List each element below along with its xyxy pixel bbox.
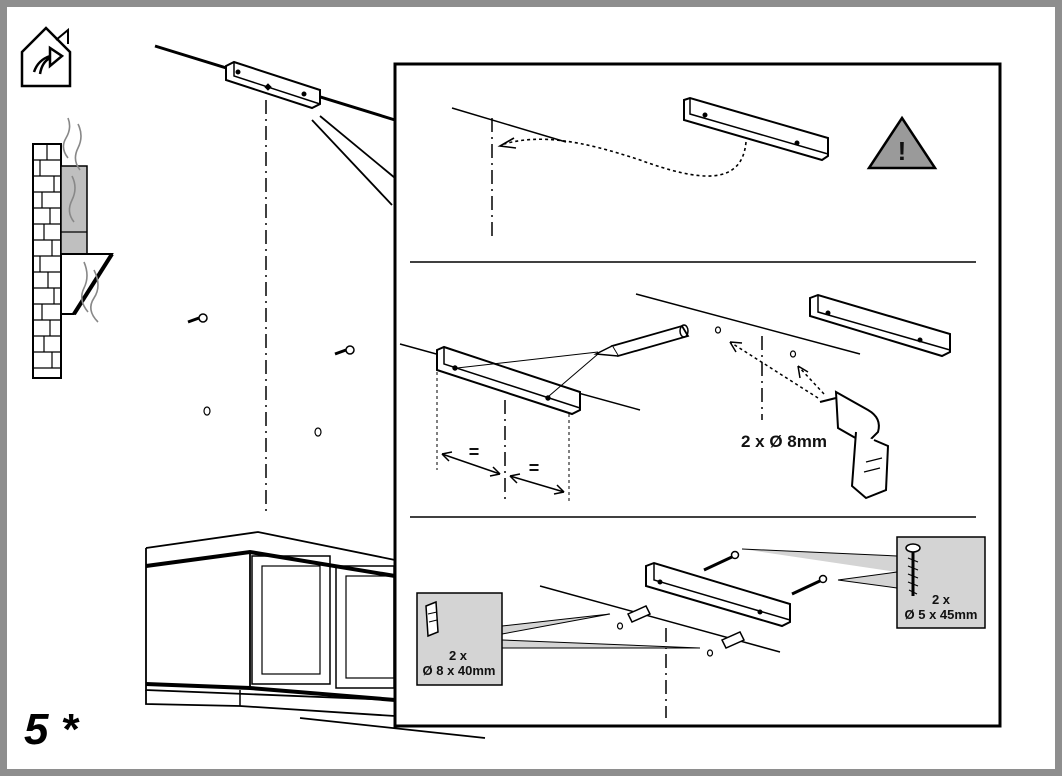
equal-mark-right: = xyxy=(529,458,540,478)
plug-spec: Ø 8 x 40mm xyxy=(423,663,496,678)
house-outlet-icon xyxy=(20,26,72,88)
warning-triangle-icon xyxy=(866,115,938,170)
drill-icon xyxy=(819,390,890,500)
substep-mark-drill xyxy=(399,293,951,504)
screw xyxy=(791,574,828,596)
wall-screw xyxy=(334,345,355,356)
warning-symbol: ! xyxy=(898,136,907,166)
screw-icon xyxy=(905,543,921,596)
substep-position-bracket xyxy=(451,96,829,236)
wall-cabinet xyxy=(145,531,486,739)
screw xyxy=(703,550,740,572)
drill-hole-spec: 2 x Ø 8mm xyxy=(741,432,827,451)
wall-plug xyxy=(626,605,652,623)
step-digit: 5 xyxy=(24,705,49,754)
bracket-fix xyxy=(645,561,791,628)
screw-callout xyxy=(741,536,986,629)
wall-scene xyxy=(145,44,486,739)
bracket-large xyxy=(225,60,321,110)
plug-callout xyxy=(416,592,701,686)
plug-count: 2 x xyxy=(449,648,468,663)
equal-mark-left: = xyxy=(469,442,480,462)
screw-spec: Ø 5 x 45mm xyxy=(905,607,978,622)
step-number: 5 * xyxy=(24,708,78,752)
wall-plug-icon xyxy=(425,600,439,638)
bracket-drill xyxy=(809,293,951,358)
screw-count: 2 x xyxy=(932,592,951,607)
wall-screw xyxy=(187,313,208,324)
wall-plug xyxy=(720,631,746,649)
step-asterisk: * xyxy=(60,705,78,754)
pencil-icon xyxy=(593,324,690,358)
wall-hood-icon xyxy=(32,117,114,379)
substep-fix-bracket xyxy=(539,550,828,718)
bracket-mark xyxy=(436,345,581,416)
bracket-small xyxy=(683,96,829,162)
